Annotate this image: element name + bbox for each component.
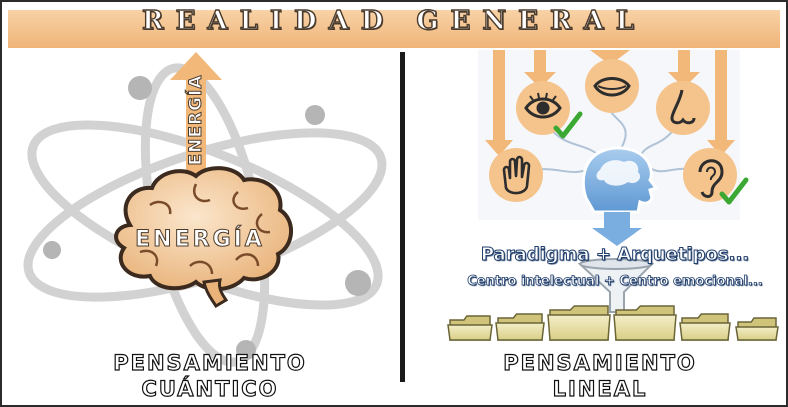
- sense-nose: [656, 81, 710, 135]
- top-banner: [8, 10, 780, 48]
- folder-icon: [613, 305, 677, 341]
- sense-eye: [516, 81, 570, 135]
- right-title-line1: PENSAMIENTO: [503, 350, 697, 375]
- banner-down-arrows: [485, 50, 735, 156]
- left-title-line1: PENSAMIENTO: [113, 350, 307, 375]
- banner-title: REALIDAD GENERAL: [141, 5, 647, 36]
- folder-icon: [735, 317, 779, 341]
- right-title-line2: LINEAL: [552, 376, 648, 401]
- folder-icon: [547, 305, 611, 341]
- head-icon: [581, 146, 659, 214]
- folder-icon: [679, 313, 731, 341]
- folder-icon: [447, 315, 493, 341]
- left-title: PENSAMIENTO CUÁNTICO: [80, 350, 340, 402]
- atom-electrons: [43, 76, 371, 360]
- energy-double-arrow: [170, 52, 222, 200]
- paradigm-text: Paradigma + Arquetipos...: [480, 244, 750, 266]
- ear-icon: [698, 159, 724, 198]
- funnel-icon: [577, 258, 655, 313]
- sense-ear: [683, 148, 737, 202]
- right-title: PENSAMIENTO LINEAL: [470, 350, 730, 402]
- flow-down-arrow: [592, 212, 642, 246]
- centers-text: Centro intelectual + Centro emocional...: [467, 274, 763, 290]
- hand-icon: [502, 155, 531, 195]
- nose-icon: [670, 89, 696, 125]
- center-divider: [400, 52, 405, 382]
- folders-row: [447, 305, 779, 341]
- check-eye-icon: [553, 111, 583, 139]
- mouth-icon: [593, 77, 631, 97]
- check-ear-icon: [719, 177, 749, 205]
- brain-label: ENERGÍA: [135, 227, 265, 253]
- sense-hand: [489, 148, 543, 202]
- left-title-line2: CUÁNTICO: [141, 376, 279, 401]
- eye-icon: [524, 92, 562, 119]
- brain-icon: [114, 166, 293, 309]
- sense-mouth: [585, 59, 639, 113]
- folder-icon: [495, 313, 545, 341]
